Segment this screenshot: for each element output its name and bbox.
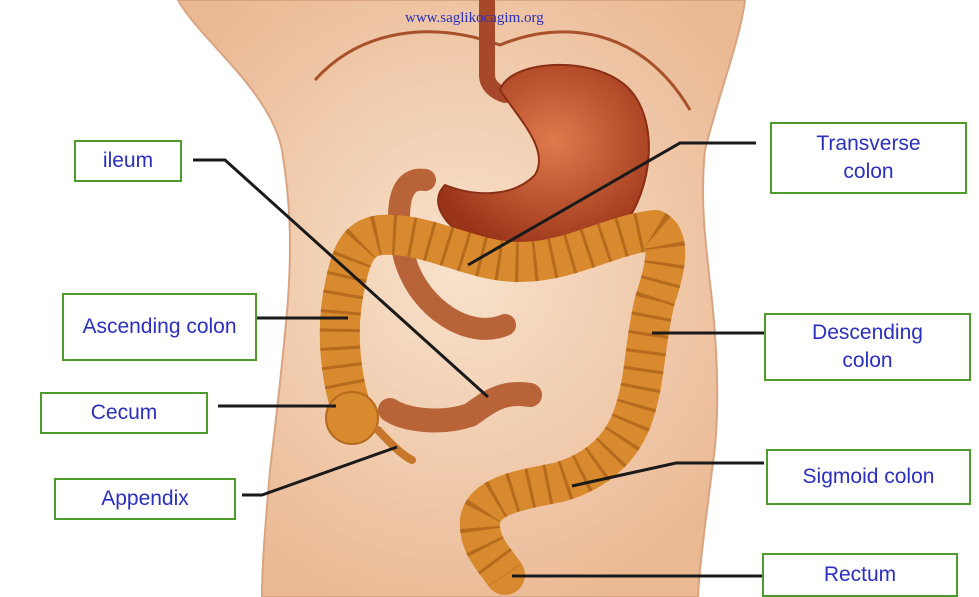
label-ascending-colon: Ascending colon xyxy=(62,293,257,361)
label-transverse-colon: Transverse colon xyxy=(770,122,967,194)
label-descending-colon: Descending colon xyxy=(764,313,971,381)
cecum-pouch xyxy=(326,392,378,444)
label-ileum: ileum xyxy=(74,140,182,182)
label-rectum: Rectum xyxy=(762,553,958,597)
label-sigmoid-colon: Sigmoid colon xyxy=(766,449,971,505)
label-cecum: Cecum xyxy=(40,392,208,434)
watermark-url: www.saglikocagim.org xyxy=(405,10,585,27)
label-appendix: Appendix xyxy=(54,478,236,520)
